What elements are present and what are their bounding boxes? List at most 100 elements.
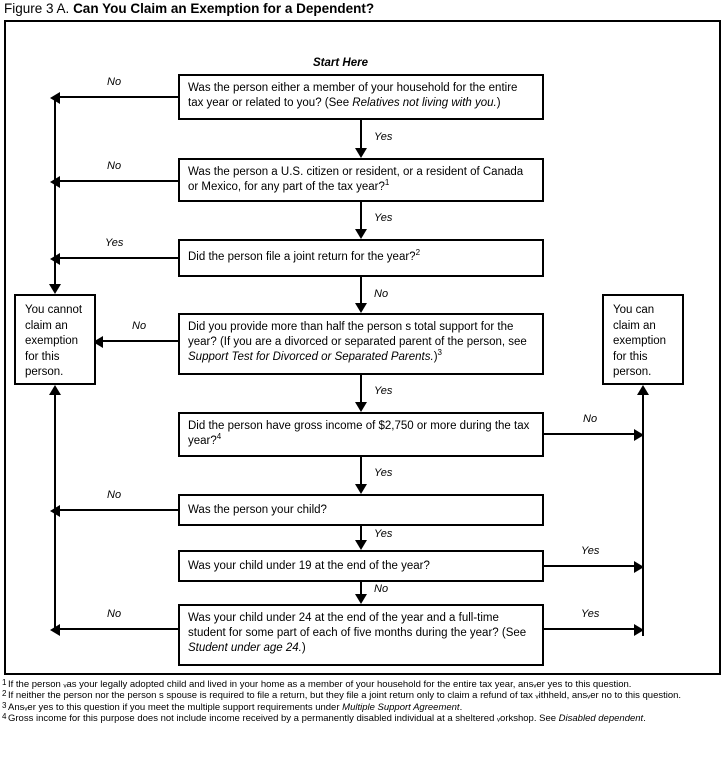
edge-q7-yes-arrowhead bbox=[634, 561, 644, 573]
q5-footnote-ref: 4 bbox=[216, 432, 222, 442]
edge-q3-no-arrowhead bbox=[355, 303, 367, 313]
edge-q6-yes-arrowhead bbox=[355, 540, 367, 550]
right-spine-arrowhead-up bbox=[637, 385, 649, 395]
can-claim-text: You can claim an exemption for this pers… bbox=[613, 304, 667, 378]
q8-text-part3: ) bbox=[301, 642, 306, 654]
edge-q4-no-line bbox=[102, 340, 178, 342]
edge-label-q8-no: No bbox=[105, 608, 124, 620]
footnote-3-tail: . bbox=[459, 701, 463, 713]
figure-title-text: Can You Claim an Exemption for a Depende… bbox=[73, 1, 375, 16]
edge-q1-no-line bbox=[60, 96, 178, 98]
q2-text: Was the person a U.S. citizen or residen… bbox=[188, 166, 524, 193]
q4-text-italic: Support Test for Divorced or Separated P… bbox=[188, 351, 434, 363]
edge-label-q1-yes: Yes bbox=[372, 131, 395, 143]
question-box-child-under-19[interactable]: Was your child under 19 at the end of th… bbox=[178, 550, 544, 582]
figure-number: Figure 3 A. bbox=[4, 1, 70, 16]
edge-q8-no-arrowhead bbox=[50, 624, 60, 636]
edge-q3-no-line bbox=[360, 277, 362, 304]
edge-label-q6-yes: Yes bbox=[372, 528, 395, 540]
edge-q4-yes-arrowhead bbox=[355, 402, 367, 412]
footnote-4-text: Gross income for this purpose does not i… bbox=[8, 713, 559, 725]
question-box-household-or-related[interactable]: Was the person either a member of your h… bbox=[178, 74, 544, 120]
question-box-person-your-child[interactable]: Was the person your child? bbox=[178, 494, 544, 526]
edge-label-q4-no: No bbox=[130, 320, 149, 332]
q5-text: Did the person have gross income of $2,7… bbox=[188, 420, 530, 447]
q7-text: Was your child under 19 at the end of th… bbox=[188, 560, 430, 572]
left-spine-arrowhead-up bbox=[49, 385, 61, 395]
footnote-2-text: If neither the person nor the person s s… bbox=[8, 690, 682, 702]
question-box-gross-income[interactable]: Did the person have gross income of $2,7… bbox=[178, 412, 544, 457]
edge-q1-no-arrowhead bbox=[50, 92, 60, 104]
edge-q1-yes-line bbox=[360, 120, 362, 148]
question-box-joint-return[interactable]: Did the person file a joint return for t… bbox=[178, 239, 544, 277]
edge-q5-yes-line bbox=[360, 457, 362, 485]
edge-q3-yes-line bbox=[60, 257, 178, 259]
footnote-1-text: If the person ᵥas your legally adopted c… bbox=[8, 679, 632, 690]
q8-text-italic: Student under age 24. bbox=[188, 642, 302, 654]
edge-label-q3-no: No bbox=[372, 288, 391, 300]
terminal-cannot-claim-exemption[interactable]: You cannot claim an exemption for this p… bbox=[14, 294, 96, 385]
q2-footnote-ref: 1 bbox=[384, 178, 390, 188]
q6-text: Was the person your child? bbox=[188, 504, 327, 516]
q1-text-part3: ) bbox=[496, 97, 501, 109]
edge-q8-yes-arrowhead bbox=[634, 624, 644, 636]
edge-label-q7-no: No bbox=[372, 583, 391, 595]
edge-q5-yes-arrowhead bbox=[355, 484, 367, 494]
edge-q7-no-arrowhead bbox=[355, 594, 367, 604]
footnote-4-marker: 4 bbox=[2, 712, 7, 722]
edge-q6-yes-line bbox=[360, 526, 362, 541]
edge-q7-yes-line bbox=[544, 565, 638, 567]
footnote-2-marker: 2 bbox=[2, 689, 7, 699]
footnote-3-text: Ansᵥer yes to this question if you meet … bbox=[8, 701, 343, 713]
footnote-4-italic: Disabled dependent bbox=[558, 713, 644, 725]
edge-label-q5-yes: Yes bbox=[372, 467, 395, 479]
left-spine-upper bbox=[54, 96, 56, 286]
edge-label-q7-yes: Yes bbox=[579, 545, 602, 557]
edge-q4-no-arrowhead bbox=[93, 336, 103, 348]
right-spine bbox=[642, 393, 644, 636]
edge-q8-no-line bbox=[60, 628, 178, 630]
edge-label-q1-no: No bbox=[105, 76, 124, 88]
edge-label-q4-yes: Yes bbox=[372, 385, 395, 397]
edge-label-q3-yes: Yes bbox=[103, 237, 126, 249]
start-here-label: Start Here bbox=[313, 57, 368, 69]
question-box-support-test[interactable]: Did you provide more than half the perso… bbox=[178, 313, 544, 375]
edge-q4-yes-line bbox=[360, 375, 362, 403]
edge-q6-no-line bbox=[60, 509, 178, 511]
q1-text-italic: Relatives not living with you. bbox=[352, 97, 497, 109]
q8-text-part1: Was your child under 24 at the end of th… bbox=[188, 612, 527, 639]
q4-text-part3: ) bbox=[433, 351, 438, 363]
edge-q3-yes-arrowhead bbox=[50, 253, 60, 265]
edge-q2-no-line bbox=[60, 180, 178, 182]
edge-q5-no-arrowhead bbox=[634, 429, 644, 441]
edge-q8-yes-line bbox=[544, 628, 638, 630]
page-title: Figure 3 A. Can You Claim an Exemption f… bbox=[4, 1, 374, 16]
edge-label-q6-no: No bbox=[105, 489, 124, 501]
q3-text: Did the person file a joint return for t… bbox=[188, 251, 416, 263]
footnote-3-italic: Multiple Support Agreement bbox=[342, 701, 460, 713]
question-box-child-under-24-student[interactable]: Was your child under 24 at the end of th… bbox=[178, 604, 544, 666]
edge-q2-yes-line bbox=[360, 202, 362, 230]
edge-q2-no-arrowhead bbox=[50, 176, 60, 188]
edge-q6-no-arrowhead bbox=[50, 505, 60, 517]
question-box-citizen-or-resident[interactable]: Was the person a U.S. citizen or residen… bbox=[178, 158, 544, 202]
edge-q7-no-line bbox=[360, 582, 362, 595]
edge-q5-no-line bbox=[544, 433, 638, 435]
edge-label-q2-yes: Yes bbox=[372, 212, 395, 224]
edge-q2-yes-arrowhead bbox=[355, 229, 367, 239]
edge-label-q8-yes: Yes bbox=[579, 608, 602, 620]
left-spine-arrowhead-down bbox=[49, 284, 61, 294]
cannot-claim-text: You cannot claim an exemption for this p… bbox=[25, 304, 83, 378]
footnote-4-tail: . bbox=[643, 713, 646, 725]
edge-label-q5-no: No bbox=[581, 413, 600, 425]
edge-label-q2-no: No bbox=[105, 160, 124, 172]
q1-text-part1: Was the person either a member of your h… bbox=[188, 82, 518, 109]
terminal-can-claim-exemption[interactable]: You can claim an exemption for this pers… bbox=[602, 294, 684, 385]
footnote-1-marker: 1 bbox=[2, 678, 7, 687]
